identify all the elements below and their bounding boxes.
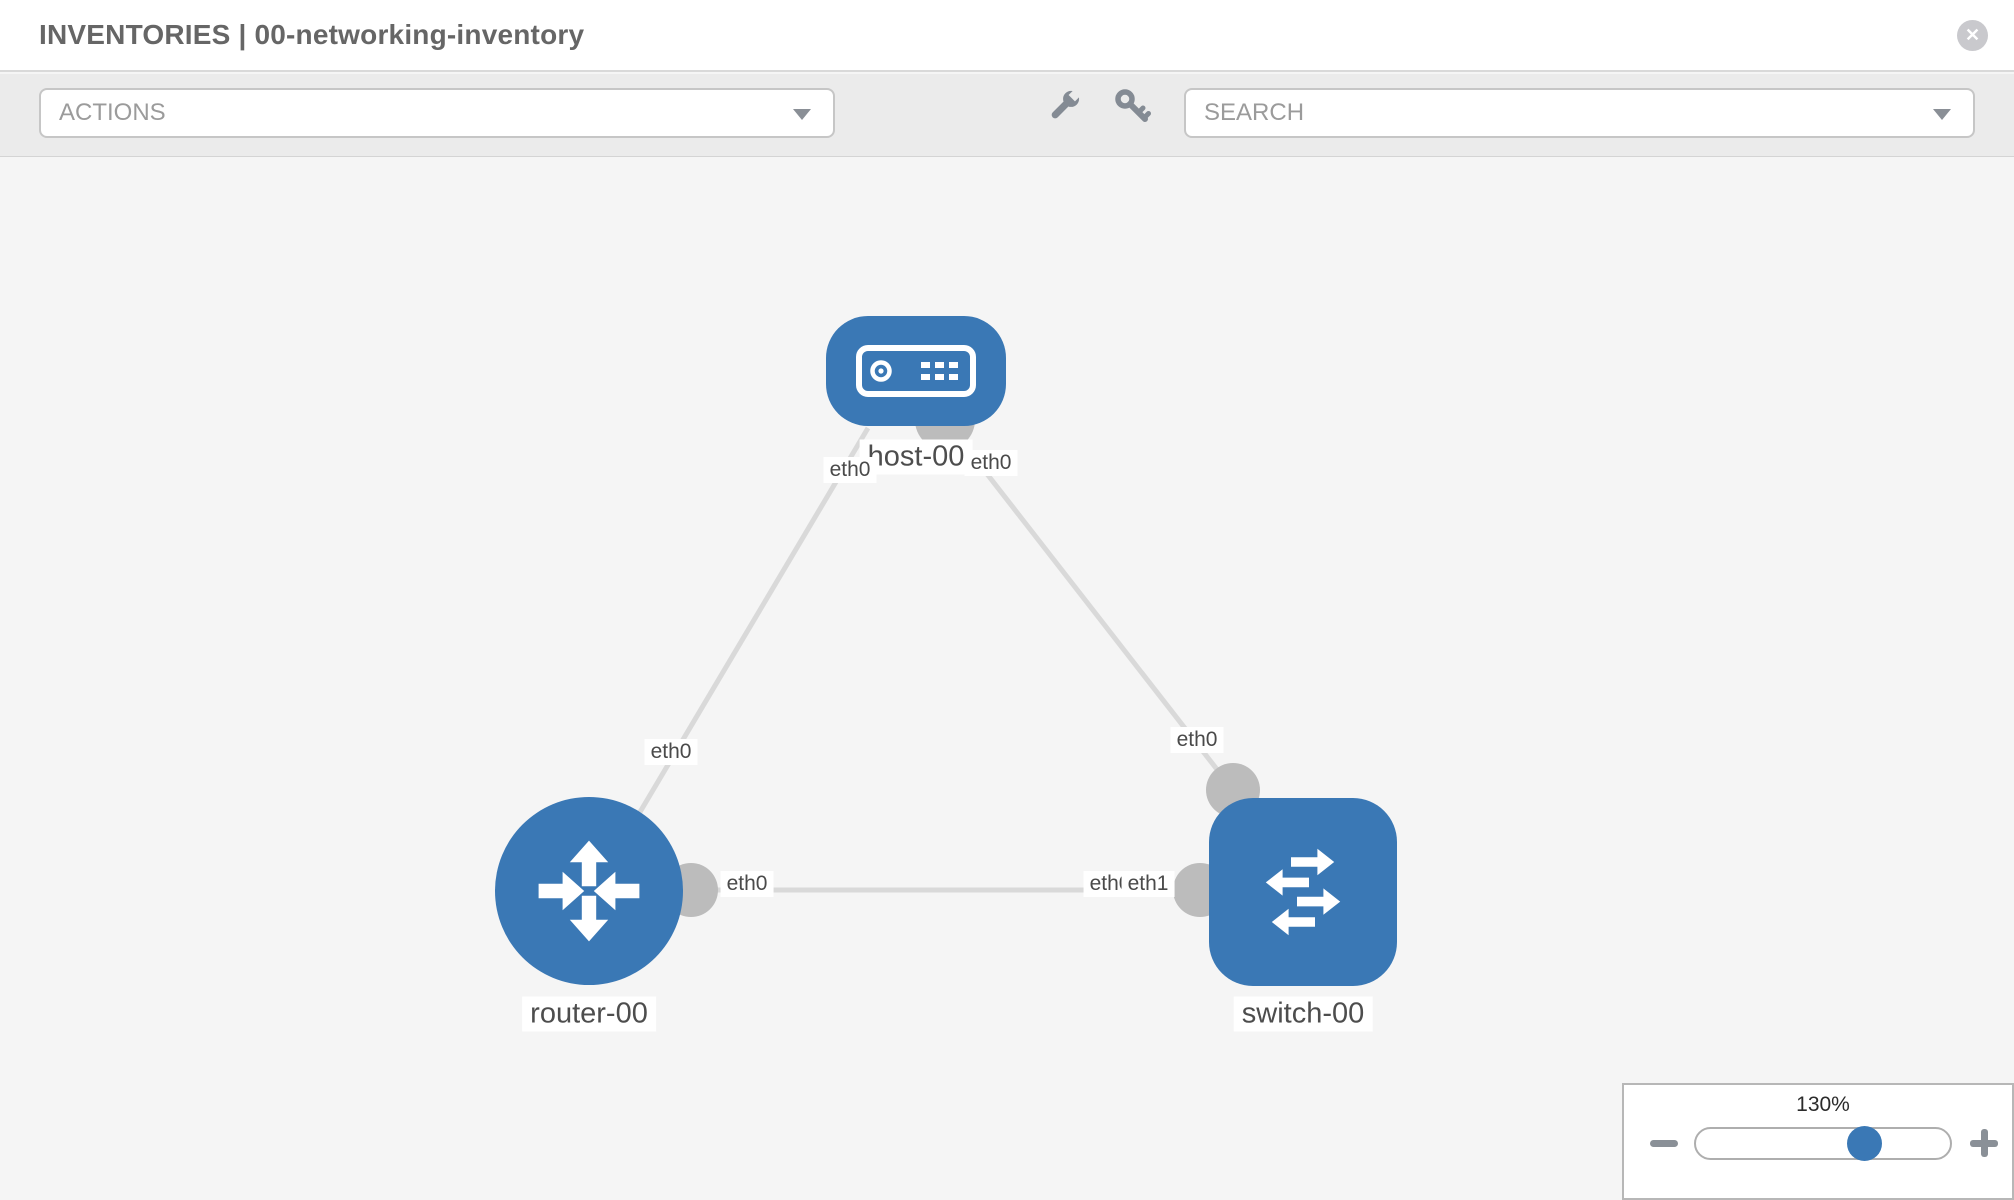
- topology-canvas[interactable]: host-00 router-00 switch-00 eth0 eth0 et…: [0, 157, 2014, 1200]
- search-dropdown[interactable]: SEARCH: [1184, 88, 1975, 138]
- switch-icon: [1265, 848, 1341, 936]
- zoom-panel: 130%: [1622, 1083, 2014, 1200]
- actions-dropdown-label: ACTIONS: [59, 99, 166, 126]
- router-icon: [538, 840, 640, 942]
- toolbar: ACTIONS SEARCH: [0, 74, 2014, 157]
- node-label-switch: switch-00: [1233, 996, 1373, 1032]
- tools-button[interactable]: [1042, 84, 1086, 128]
- node-router-00[interactable]: [495, 797, 683, 985]
- key-icon: [1115, 89, 1151, 122]
- chevron-down-icon: [1933, 109, 1951, 120]
- close-icon: ✕: [1964, 24, 1981, 45]
- zoom-out-button[interactable]: [1650, 1140, 1678, 1147]
- page-title: INVENTORIES | 00-networking-inventory: [39, 19, 585, 50]
- zoom-level: 130%: [1796, 1093, 1850, 1116]
- zoom-slider-thumb[interactable]: [1847, 1126, 1882, 1161]
- wrench-icon: [1051, 89, 1081, 119]
- node-label-router: router-00: [522, 996, 656, 1032]
- page-header: INVENTORIES | 00-networking-inventory ✕: [0, 0, 2014, 72]
- node-host-00[interactable]: [826, 316, 1006, 426]
- plus-icon: [1980, 1129, 1988, 1157]
- zoom-in-button[interactable]: [1970, 1129, 1998, 1157]
- search-dropdown-label: SEARCH: [1204, 99, 1305, 126]
- actions-dropdown[interactable]: ACTIONS: [39, 88, 835, 138]
- interface-label: eth0: [1170, 727, 1224, 753]
- close-button[interactable]: ✕: [1957, 19, 1988, 51]
- host-icon: [856, 345, 976, 397]
- interface-label: eth0: [644, 739, 698, 765]
- interface-label: eth0: [823, 457, 877, 483]
- credentials-button[interactable]: [1110, 84, 1154, 128]
- interface-label: eth1: [1121, 871, 1175, 897]
- topology-links-layer: [637, 390, 1260, 917]
- zoom-slider[interactable]: [1694, 1126, 1952, 1161]
- node-switch-00[interactable]: [1209, 798, 1397, 986]
- chevron-down-icon: [793, 109, 811, 120]
- node-label-host: host-00: [859, 439, 973, 475]
- interface-label: eth0: [720, 871, 774, 897]
- interface-label: eth0: [964, 450, 1018, 476]
